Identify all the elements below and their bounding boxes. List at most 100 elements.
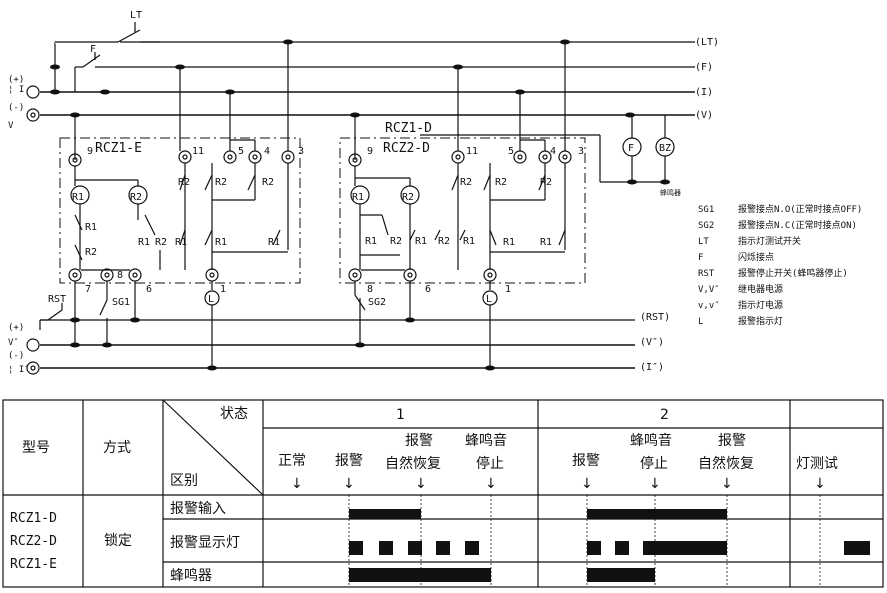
supply-terminal-i <box>26 85 40 99</box>
terminal-7: 7 <box>85 284 91 295</box>
legend-text-0: 报警接点N.O(正常时接点OFF) <box>738 203 862 215</box>
r2-coil-label: R2 <box>130 192 142 203</box>
supply-v2: V″ <box>8 338 19 348</box>
lower-buses <box>39 303 635 369</box>
col-buzzstop-1-l1: 蜂鸣音 <box>465 432 507 449</box>
bus-label-i: (I) <box>695 87 713 98</box>
legend-text-5: 继电器电源 <box>738 283 783 295</box>
r1-contact-label-2d: R1 <box>503 237 515 248</box>
supply-terminal-v2 <box>26 338 40 352</box>
legend-key-5: V,V″ <box>698 285 720 295</box>
r2-contact-label-e: R2 <box>262 177 274 188</box>
legend-text-3: 闪烁接点 <box>738 251 774 263</box>
state-2-label: 2 <box>660 407 669 423</box>
col-recover-1-l2: 自然恢复 <box>385 455 441 472</box>
sg1-label: SG1 <box>112 297 130 308</box>
supply-i2: ¦ I″ <box>8 365 30 375</box>
top-dots <box>50 39 635 118</box>
r1-contact-label-e: R1 <box>268 237 280 248</box>
bus-label-v: (V) <box>695 110 713 121</box>
arrow-5: ↓ <box>581 476 593 492</box>
row-buzzer: 蜂鸣器 <box>170 567 212 584</box>
model-rcz1e: RCZ1-E <box>10 557 57 572</box>
rst-label: RST <box>48 294 66 305</box>
bar-lamp-test <box>844 541 870 555</box>
bar-lamp-7 <box>615 541 629 555</box>
rcz1d-title: RCZ1-D <box>385 121 432 136</box>
legend-key-1: SG2 <box>698 221 714 231</box>
r1-contact-label-2e: R1 <box>540 237 552 248</box>
supply-minus-2: (-) <box>8 351 24 361</box>
bar-input-s2 <box>587 509 727 519</box>
terminal-6-b: 6 <box>425 284 431 295</box>
r1-contact-label-2a: R1 <box>365 236 377 247</box>
terminal-5-a: 5 <box>238 146 244 157</box>
terminal-9-a: 9 <box>87 146 93 157</box>
header-method: 方式 <box>103 440 131 456</box>
bus-label-f: (F) <box>695 62 713 73</box>
col-alarm-1: 报警 <box>335 453 363 469</box>
header-diff: 区别 <box>170 473 198 489</box>
bus-label-i2: (I″) <box>640 362 664 373</box>
r2-contact-label-2e: R2 <box>540 177 552 188</box>
terminal-11-a: 11 <box>192 146 204 157</box>
col-normal: 正常 <box>278 453 306 469</box>
r2-contact-label-2b: R2 <box>438 236 450 247</box>
f-label: F <box>90 44 96 55</box>
r1-contact-label-2b: R1 <box>415 236 427 247</box>
timing-table <box>2 399 884 588</box>
supply-terminal-v <box>26 108 40 122</box>
r2-contact-label-b: R2 <box>155 237 167 248</box>
arrow-8: ↓ <box>814 476 826 492</box>
col-recover-2-l1: 报警 <box>718 433 746 449</box>
legend-text-2: 指示灯测试开关 <box>738 235 801 247</box>
bar-lamp-1 <box>349 541 363 555</box>
arrow-6: ↓ <box>649 476 661 492</box>
legend-text-6: 指示灯电源 <box>738 299 783 311</box>
bus-lines <box>40 22 695 116</box>
bar-lamp-3 <box>408 541 422 555</box>
supply-v: V <box>8 121 14 131</box>
legend-key-2: LT <box>698 237 709 247</box>
bar-buzzer-s2 <box>587 568 655 582</box>
terminal-4-a: 4 <box>264 146 270 157</box>
r1-coil-label: R1 <box>72 192 84 203</box>
header-state: 状态 <box>220 406 248 422</box>
rcz1e-box <box>59 42 301 368</box>
terminal-6-a: 6 <box>146 284 152 295</box>
sg2-label: SG2 <box>368 297 386 308</box>
lt-label: LT <box>130 10 142 21</box>
timing-bars <box>349 509 870 582</box>
supply-terminal-i2-inner <box>30 365 36 371</box>
r1-contact-label: R1 <box>85 222 97 233</box>
col-alarm-2: 报警 <box>572 453 600 469</box>
table-text: 型号 方式 状态 区别 1 2 正常 报警 报警 自然恢复 蜂鸣音 停止 报警 … <box>10 406 838 584</box>
rcz1e-title: RCZ1-E <box>95 141 142 156</box>
supply-minus: (-) <box>8 103 24 113</box>
legend-key-6: v,v″ <box>698 301 720 311</box>
legend-key-3: F <box>698 253 703 263</box>
legend-key-0: SG1 <box>698 205 714 215</box>
r2-contact-label-2a: R2 <box>390 236 402 247</box>
arrow-1: ↓ <box>291 476 303 492</box>
r1-contact-label-d: R1 <box>215 237 227 248</box>
lamp-label-a: L <box>208 294 214 305</box>
bus-label-rst: (RST) <box>640 312 670 323</box>
r1-coil-label-2: R1 <box>352 192 364 203</box>
terminal-1-a: 1 <box>220 284 226 295</box>
r2-contact-label-d: R2 <box>215 177 227 188</box>
col-lamptest: 灯测试 <box>796 456 838 472</box>
arrow-7: ↓ <box>721 476 733 492</box>
col-recover-2-l2: 自然恢复 <box>698 455 754 472</box>
lamp-label-b: L <box>486 294 492 305</box>
model-rcz2d: RCZ2-D <box>10 534 57 549</box>
rcz-d-box <box>339 42 675 368</box>
buzzer-caption: 蜂鸣器 <box>660 188 681 197</box>
legend: SG1 报警接点N.O(正常时接点OFF) SG2 报警接点N.C(正常时接点O… <box>698 203 862 327</box>
bar-input-s1 <box>349 509 421 519</box>
supply-terminal-v-inner <box>30 112 36 118</box>
rcz2d-title: RCZ2-D <box>383 141 430 156</box>
legend-text-7: 报警指示灯 <box>738 315 783 327</box>
terminal-8-b: 8 <box>367 284 373 295</box>
